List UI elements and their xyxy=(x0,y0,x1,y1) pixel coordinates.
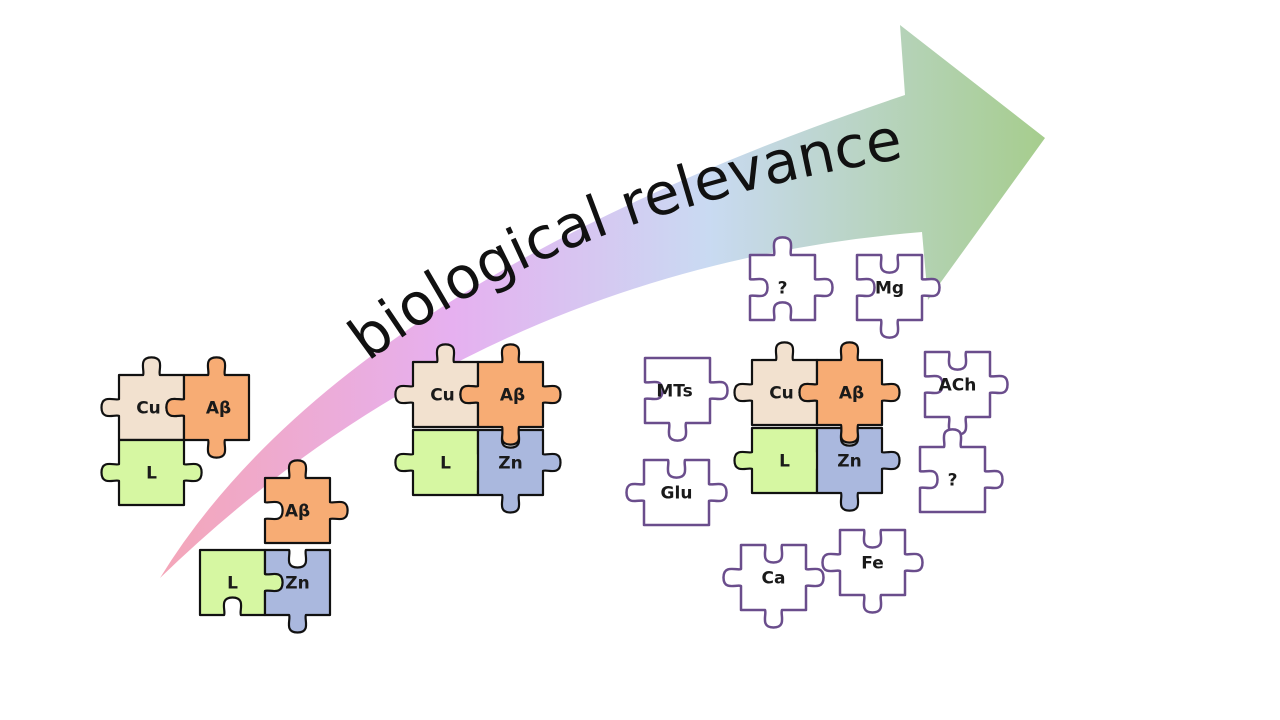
relevance-arrow xyxy=(160,25,1045,578)
piece-abeta-shape xyxy=(263,459,349,545)
partner-piece-fe-shape xyxy=(821,528,924,614)
piece-zn-label: Zn xyxy=(498,454,522,474)
partner-piece-fe: Fe xyxy=(821,528,924,614)
piece-l-shape xyxy=(100,438,203,507)
group-abeta-l-zn: AβL Zn xyxy=(198,459,349,634)
partner-piece-unknown-5-label: ? xyxy=(948,471,958,491)
partner-piece-ca: Ca xyxy=(722,543,825,629)
partner-piece-ach: ACh xyxy=(923,350,1009,436)
piece-abeta-label: Aβ xyxy=(285,502,310,522)
piece-abeta-shape xyxy=(165,356,251,459)
piece-abeta-label: Aβ xyxy=(206,399,231,419)
partner-piece-glu: Glu xyxy=(625,458,728,527)
piece-zn-label: Zn xyxy=(285,574,309,594)
group-full-complex: Cu AβL Zn xyxy=(394,343,562,514)
piece-zn: Zn xyxy=(263,548,332,634)
piece-abeta: Aβ xyxy=(263,459,349,545)
group-complex-with-partners: Cu AβL Zn xyxy=(733,341,901,512)
piece-zn-shape xyxy=(263,548,332,634)
piece-zn-shape xyxy=(815,426,901,512)
piece-l-label: L xyxy=(227,574,238,594)
piece-abeta-label: Aβ xyxy=(500,386,525,406)
partner-piece-unknown-0: ? xyxy=(748,236,834,322)
piece-abeta-label: Aβ xyxy=(839,384,864,404)
partner-piece-ca-shape xyxy=(722,543,825,629)
partner-piece-mts: MTs xyxy=(643,356,729,442)
piece-zn-label: Zn xyxy=(837,452,861,472)
partner-piece-mts-shape xyxy=(643,356,729,442)
partner-piece-fe-label: Fe xyxy=(861,554,883,574)
partner-piece-mg: Mg xyxy=(855,253,941,339)
group-cu-abeta-l: Cu AβL xyxy=(100,356,251,507)
piece-abeta: Aβ xyxy=(798,341,901,444)
piece-zn-shape xyxy=(476,428,562,514)
partner-piece-ach-label: ACh xyxy=(939,376,977,396)
piece-zn: Zn xyxy=(476,428,562,514)
partner-piece-ach-shape xyxy=(923,350,1009,436)
piece-abeta-shape xyxy=(798,341,901,444)
partner-piece-ca-label: Ca xyxy=(762,569,786,589)
partner-piece-unknown-0-label: ? xyxy=(778,279,788,299)
piece-abeta-shape xyxy=(459,343,562,446)
piece-l-label: L xyxy=(146,464,157,484)
piece-l-label: L xyxy=(440,454,451,474)
piece-cu-label: Cu xyxy=(769,384,794,404)
partner-piece-unknown-5: ? xyxy=(918,428,1004,514)
partner-piece-glu-label: Glu xyxy=(661,484,693,504)
partner-piece-unknown-5-shape xyxy=(918,428,1004,514)
partner-piece-mg-shape xyxy=(855,253,941,339)
piece-abeta: Aβ xyxy=(459,343,562,446)
partner-piece-glu-shape xyxy=(625,458,728,527)
piece-l-label: L xyxy=(779,452,790,472)
piece-zn: Zn xyxy=(815,426,901,512)
piece-cu-label: Cu xyxy=(430,386,455,406)
piece-l: L xyxy=(100,438,203,507)
partner-piece-unknown-0-shape xyxy=(748,236,834,322)
partner-piece-mg-label: Mg xyxy=(875,279,904,299)
piece-abeta: Aβ xyxy=(165,356,251,459)
piece-cu-label: Cu xyxy=(136,399,161,419)
partner-piece-mts-label: MTs xyxy=(656,382,692,402)
